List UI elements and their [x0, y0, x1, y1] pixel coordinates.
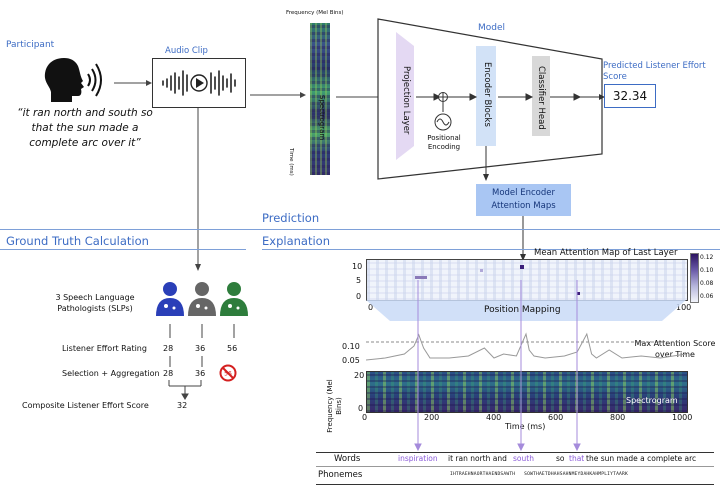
slp-icon-1: [156, 282, 184, 316]
encoder-blocks-block: [476, 46, 496, 146]
spec-xtick: 800: [610, 413, 626, 422]
excluded-icon: 56: [219, 364, 237, 382]
rating-label: Listener Effort Rating: [62, 344, 147, 353]
word-that: that: [569, 454, 585, 463]
max-attention-series: [366, 332, 686, 361]
slp-avatars: [156, 282, 248, 316]
audio-clip-label: Audio Clip: [165, 46, 208, 56]
heatmap-ytick-5: 5: [356, 276, 362, 285]
spec-xtick: 200: [424, 413, 440, 422]
slp-connectors: [169, 324, 235, 338]
slp-icon-2: [188, 282, 216, 316]
model-internal-arrows: [416, 92, 582, 112]
spec-xtick: 400: [486, 413, 502, 422]
word-segment-2: the sun made a complete arc: [586, 454, 697, 463]
max-score-title: Max Attention Score over Time: [634, 339, 716, 359]
participant-label: Participant: [6, 40, 55, 50]
heatmap-ytick-0: 0: [356, 292, 362, 301]
model-title: Model: [478, 23, 506, 33]
line-ytick-005: 0.05: [342, 356, 360, 365]
colorbar-tick-006: 0.06: [700, 293, 714, 300]
spec-xtick: 0: [362, 413, 368, 422]
word-segment-1: it ran north and: [448, 454, 507, 463]
max-attention-line-chart: [366, 332, 686, 361]
classifier-head-block: [532, 56, 550, 136]
arrow-audio-ground-truth: [195, 108, 201, 271]
spec-xtick: 1000: [672, 413, 693, 422]
composite-value: 32: [177, 401, 188, 410]
position-mapping-band: [366, 300, 686, 321]
heatmap-ytick-10: 10: [352, 262, 363, 271]
predicted-score-value: 32.34: [604, 84, 656, 108]
heatmap-xtick-100: 100: [676, 303, 692, 312]
heatmap-hotspot-4: [480, 269, 483, 272]
speaking-head-icon: [44, 58, 102, 102]
heatmap-hotspot-3: [577, 292, 580, 295]
participant-quote: “it ran north and south so that the sun …: [17, 107, 153, 149]
arrow-attention-explanation: [520, 216, 526, 261]
explanation-heading: Explanation: [262, 234, 330, 248]
arrow-participant-audio: [114, 80, 152, 86]
arrow-audio-spectrogram: [250, 92, 306, 98]
svg-text:56: 56: [224, 371, 232, 378]
phoneme-sequence: IHTRAEHNAORTHAENDSAWTH SOWTHAETDHAHSAHNM…: [450, 472, 628, 477]
attention-maps-box: Model Encoder Attention Maps: [476, 184, 571, 216]
ground-truth-heading: Ground Truth Calculation: [6, 234, 149, 248]
bottom-spectrogram: [366, 371, 688, 413]
spectrogram-x-label: Time (ms): [288, 148, 294, 176]
bottom-spec-label: Spectrogram: [626, 396, 678, 405]
selected-2: 36: [195, 369, 206, 378]
word-so: so: [556, 454, 565, 463]
prediction-heading: Prediction: [262, 211, 320, 225]
spectrogram-y-label: Frequency (Mel Bins): [286, 10, 344, 16]
spectrogram-thumbnail: [310, 23, 330, 175]
spectrogram-side-label: Spectrogram: [318, 95, 326, 141]
waveform-icon: [162, 70, 236, 96]
predicted-score-label: Predicted Listener Effort Score: [603, 61, 706, 82]
spec-ytick-0: 0: [358, 404, 364, 413]
composite-label: Composite Listener Effort Score: [22, 401, 149, 410]
word-inspiration: inspiration: [398, 454, 438, 463]
rating-1: 28: [163, 344, 174, 353]
colorbar-tick-008: 0.08: [700, 280, 714, 287]
spec-xtick: 600: [548, 413, 564, 422]
words-label: Words: [334, 454, 361, 464]
spec-ytick-20: 20: [354, 371, 365, 380]
heatmap-xtick-0: 0: [368, 303, 374, 312]
highlight-guides: [414, 280, 581, 452]
arrow-model-prediction: [580, 94, 605, 100]
colorbar-tick-010: 0.10: [700, 267, 714, 274]
position-mapping-label: Position Mapping: [484, 305, 561, 315]
mean-attention-heatmap: [366, 259, 688, 301]
audio-clip-box: [152, 58, 246, 108]
bottom-spec-xlabel: Time (ms): [505, 422, 546, 431]
projection-layer-label: Projection Layer: [401, 66, 411, 135]
projection-layer-block: [396, 32, 414, 160]
selected-1: 28: [163, 369, 174, 378]
line-ytick-010: 0.10: [342, 342, 360, 351]
word-south: south: [513, 454, 534, 463]
arrow-encoder-attention: [483, 146, 489, 181]
heatmap-colorbar: [690, 253, 699, 303]
colorbar-tick-012: 0.12: [700, 254, 714, 261]
aggregation-bracket: [168, 380, 202, 400]
bottom-spec-ylabel: Frequency (Mel Bins): [326, 379, 343, 433]
heatmap-hotspot-1: [415, 276, 427, 279]
rating-2: 36: [195, 344, 206, 353]
slp-label: 3 Speech Language Pathologists (SLPs): [55, 293, 135, 313]
mean-map-title: Mean Attention Map of Last Layer: [534, 248, 678, 258]
slp-icon-3: [220, 282, 248, 316]
selection-label: Selection + Aggregation: [62, 369, 160, 378]
sine-wave-icon: [434, 113, 452, 131]
positional-encoding-label: Positional Encoding: [427, 134, 461, 151]
phonemes-label: Phonemes: [318, 470, 363, 480]
rating-3: 56: [227, 344, 238, 353]
heatmap-hotspot-2: [520, 265, 524, 269]
rating-connectors: [169, 356, 203, 367]
